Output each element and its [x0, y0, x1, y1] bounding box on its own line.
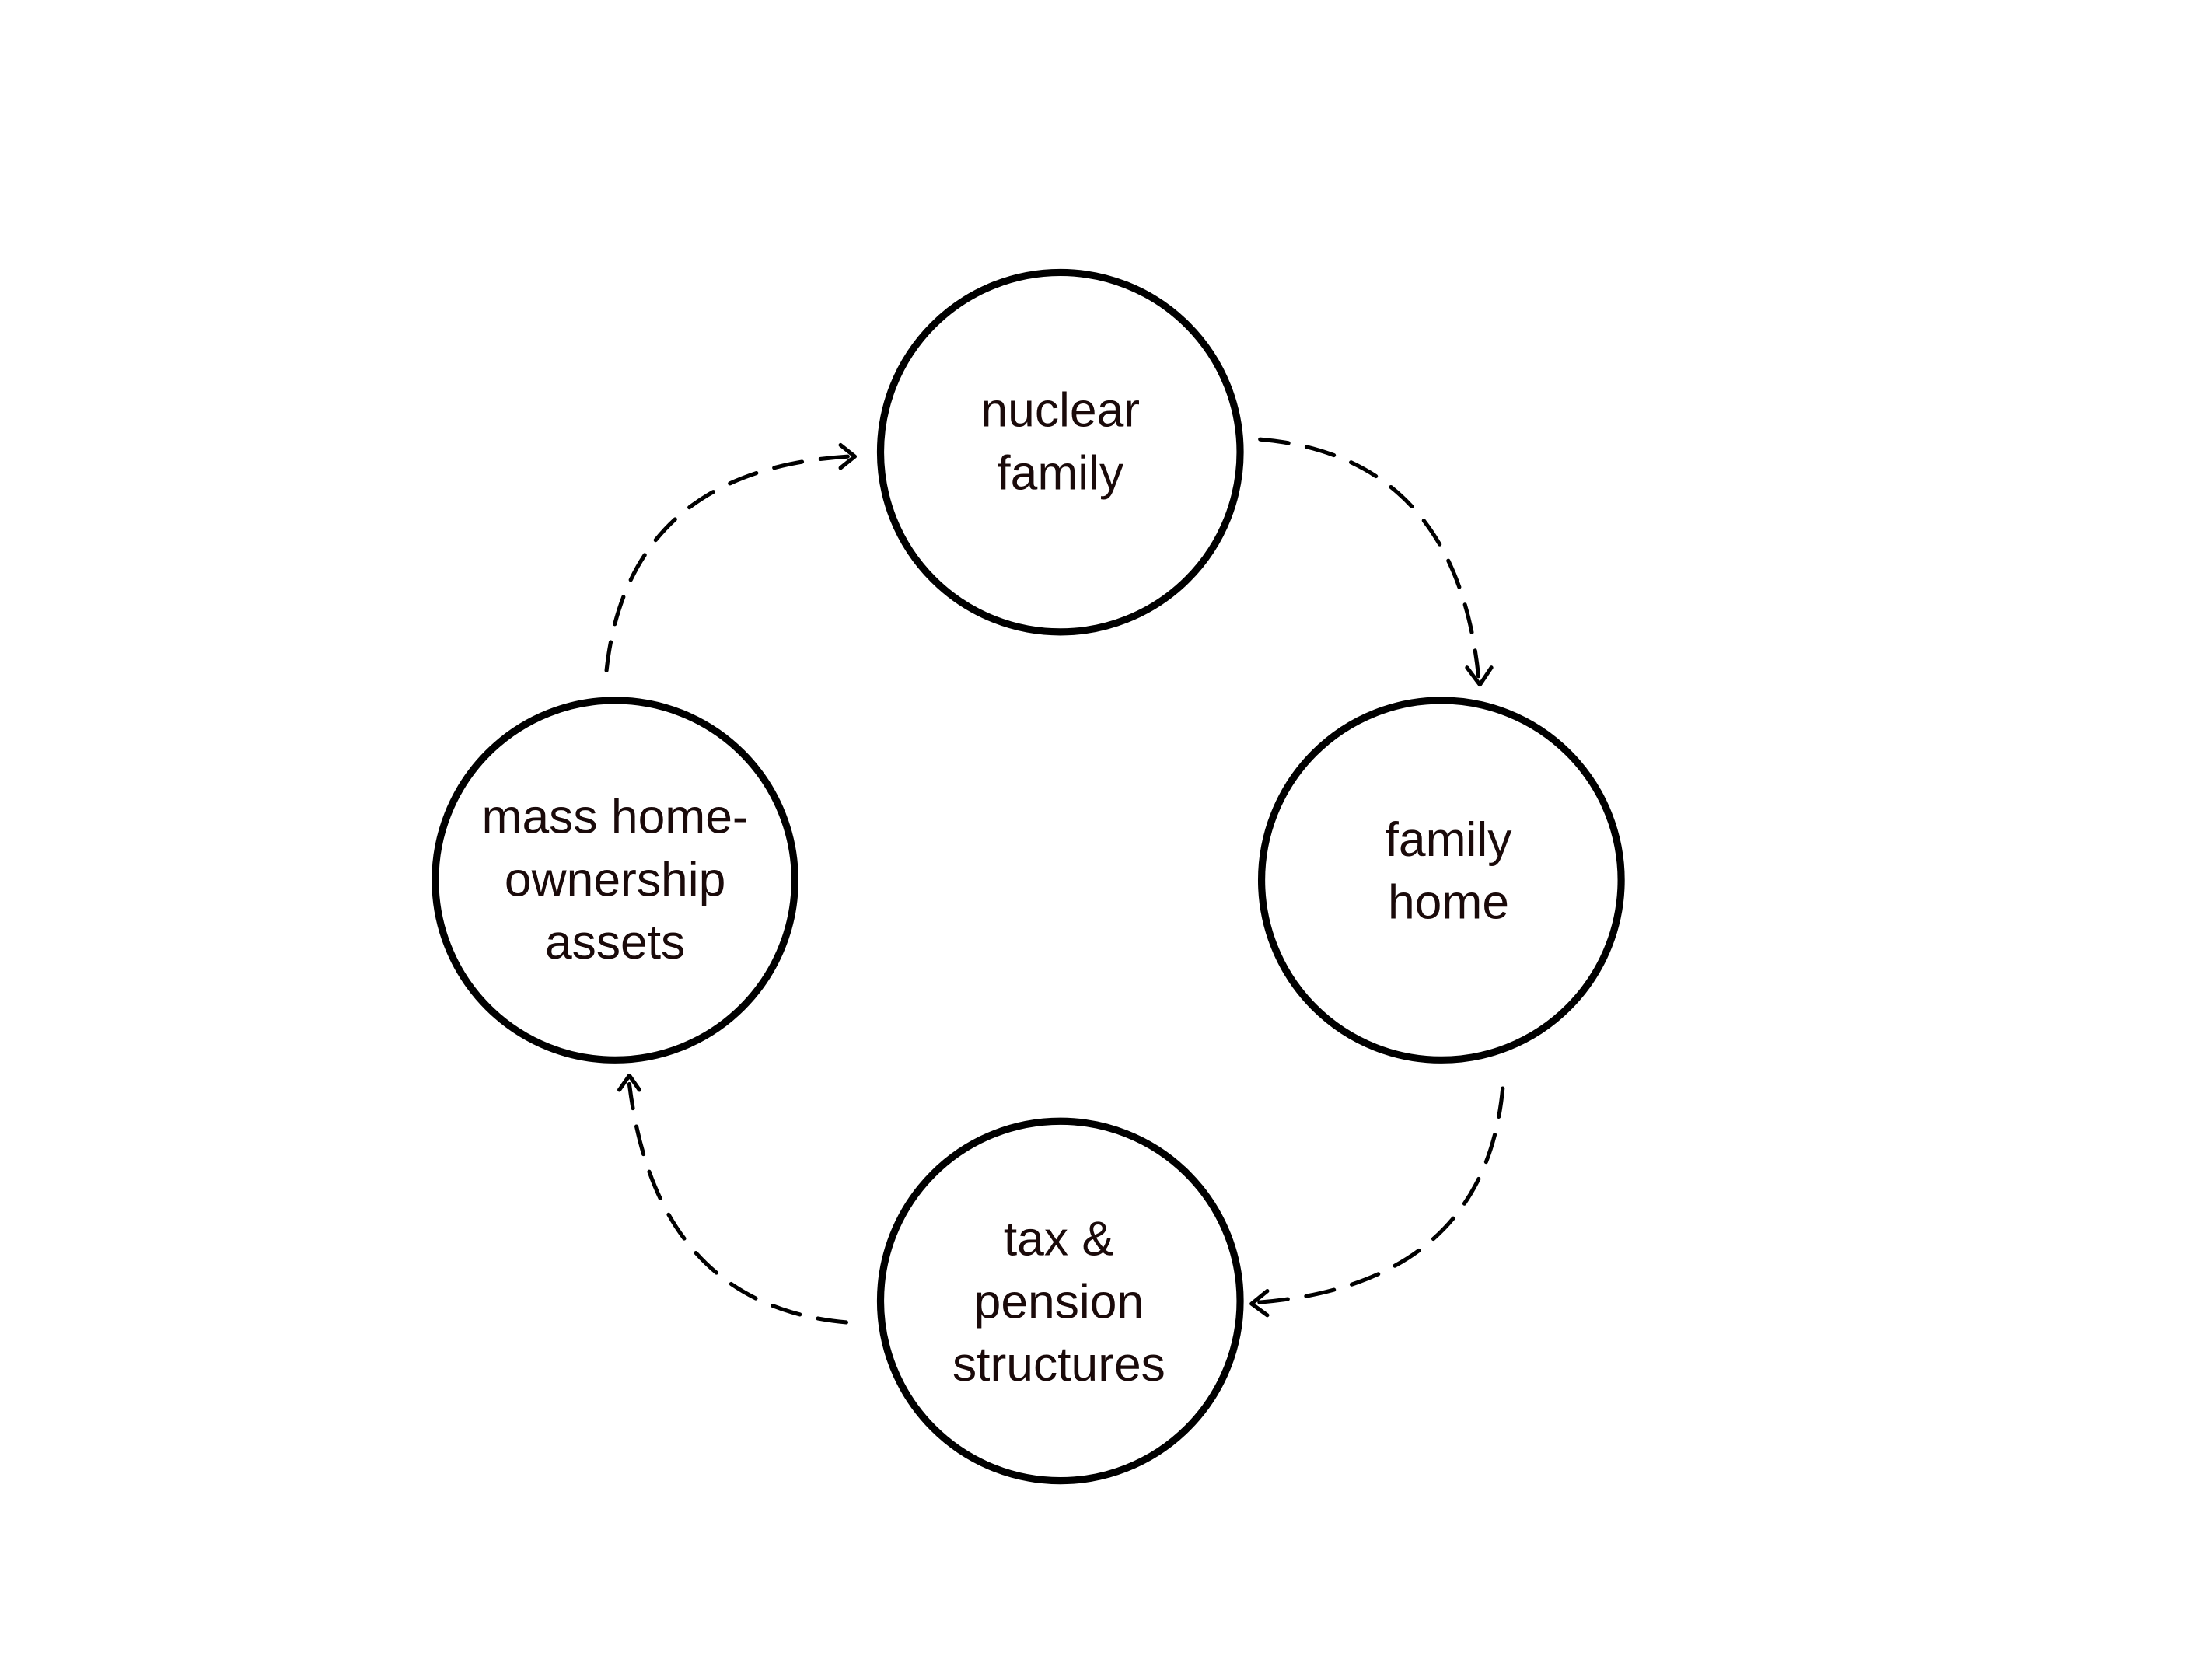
- node-label: tax &: [1004, 1213, 1114, 1266]
- edge-nuclear-to-home: [1258, 437, 1494, 687]
- arrowhead-icon: [617, 1073, 641, 1092]
- node-label: home: [1388, 876, 1509, 930]
- arrowhead-icon: [838, 442, 858, 470]
- node-mass-home-ownership: mass home- ownership assets: [432, 697, 798, 1064]
- node-label: nuclear: [980, 384, 1140, 438]
- node-label: pension: [974, 1275, 1144, 1329]
- node-label: structures: [952, 1338, 1165, 1392]
- node-family-home: family home: [1257, 697, 1625, 1064]
- node-nuclear-family: nuclear family: [876, 268, 1244, 636]
- edge-ownership-to-nuclear: [604, 442, 858, 672]
- arrowhead-icon: [1249, 1289, 1270, 1318]
- node-label: family: [997, 446, 1124, 500]
- arrowhead-icon: [1465, 665, 1494, 687]
- edge-tax-to-ownership: [617, 1073, 849, 1325]
- node-tax-pension: tax & pension structures: [876, 1117, 1244, 1485]
- node-label: ownership: [505, 853, 725, 906]
- edge-home-to-tax: [1249, 1086, 1505, 1318]
- node-label: assets: [545, 916, 685, 969]
- node-label: family: [1386, 813, 1513, 867]
- node-label: mass home-: [481, 791, 748, 844]
